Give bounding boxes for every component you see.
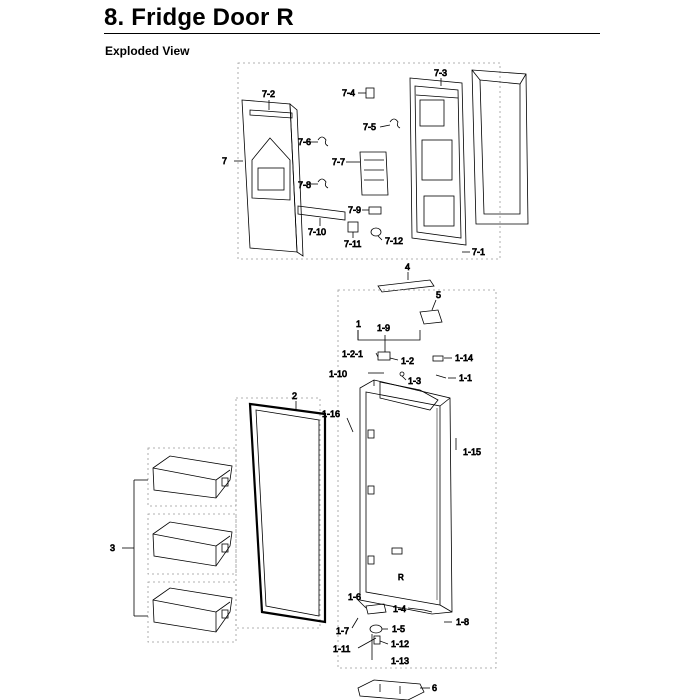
part-1-6 [365,603,387,615]
callout-1: 1 [356,319,361,329]
callout-1-15: 1-15 [463,447,481,457]
bin-bottom [152,587,233,633]
part-7-12 [370,227,382,237]
callout-1-16: 1-16 [322,409,340,419]
callout-1-13: 1-13 [391,656,409,666]
door-marking-r: R [398,573,404,582]
callout-7-5: 7-5 [363,122,376,132]
callout-7-4: 7-4 [342,88,355,98]
rear-panel-part [471,69,529,225]
callout-1-12: 1-12 [391,639,409,649]
door-body-part [359,379,453,615]
part-1-3 [399,371,405,377]
callout-6: 6 [432,683,437,693]
section-subtitle: Exploded View [105,44,190,58]
part-7-10-bar [297,205,346,221]
callout-1-4: 1-4 [393,604,406,614]
callout-7-9: 7-9 [348,205,361,215]
callout-1-8: 1-8 [456,617,469,627]
callout-7-10: 7-10 [308,227,326,237]
cover-panel-part [241,99,304,257]
callout-7: 7 [222,156,227,166]
part-1-2 [377,351,391,361]
callout-1-9: 1-9 [377,323,390,333]
callout-1-6: 1-6 [348,592,361,602]
callout-7-11: 7-11 [344,239,361,249]
callout-7-3: 7-3 [434,68,447,78]
callout-1-2: 1-2 [401,356,414,366]
part-7-5 [389,118,401,129]
callout-1-2-1: 1-2-1 [342,349,363,359]
cover-assembly-group [234,62,529,260]
title-rule [104,33,600,34]
callout-7-12: 7-12 [385,236,403,246]
main-door-frame [337,289,497,669]
part-5 [419,309,443,325]
part-1-12 [373,635,381,645]
callout-7-2: 7-2 [262,89,275,99]
callout-1-14: 1-14 [455,353,473,363]
callout-4: 4 [405,262,410,272]
callout-5: 5 [436,290,441,300]
callout-7-1: 7-1 [472,247,485,257]
callout-1-1: 1-1 [459,373,472,383]
part-7-7-board [359,151,389,196]
callout-7-7: 7-7 [332,157,345,167]
part-1-14 [432,355,444,362]
gasket-part [235,397,327,629]
part-1-1 [435,374,447,379]
part-1-4 [423,609,433,613]
callout-1-7: 1-7 [336,626,349,636]
bins-group [122,447,237,643]
part-7-9 [368,206,382,215]
callout-7-8: 7-8 [298,180,311,190]
part-7-4 [365,87,375,99]
part-4 [377,279,435,293]
part-7-11 [347,221,359,233]
callout-1-10: 1-10 [329,369,347,379]
callout-3: 3 [110,543,115,553]
callout-7-6: 7-6 [298,137,311,147]
page-title: 8. Fridge Door R [104,4,294,31]
part-6 [357,679,430,700]
part-1-5 [369,624,383,634]
bin-middle [152,521,233,567]
callout-1-11: 1-11 [333,644,350,654]
part-7-6 [317,136,329,147]
bin-top [152,455,233,499]
callout-1-5: 1-5 [392,624,405,634]
door-frame-part [409,77,467,246]
top-parts-group [377,272,443,325]
callout-2: 2 [292,391,297,401]
main-door-group [337,289,497,669]
cover-group-frame [237,62,501,260]
callout-1-3: 1-3 [408,376,421,386]
part-7-8 [317,178,329,189]
